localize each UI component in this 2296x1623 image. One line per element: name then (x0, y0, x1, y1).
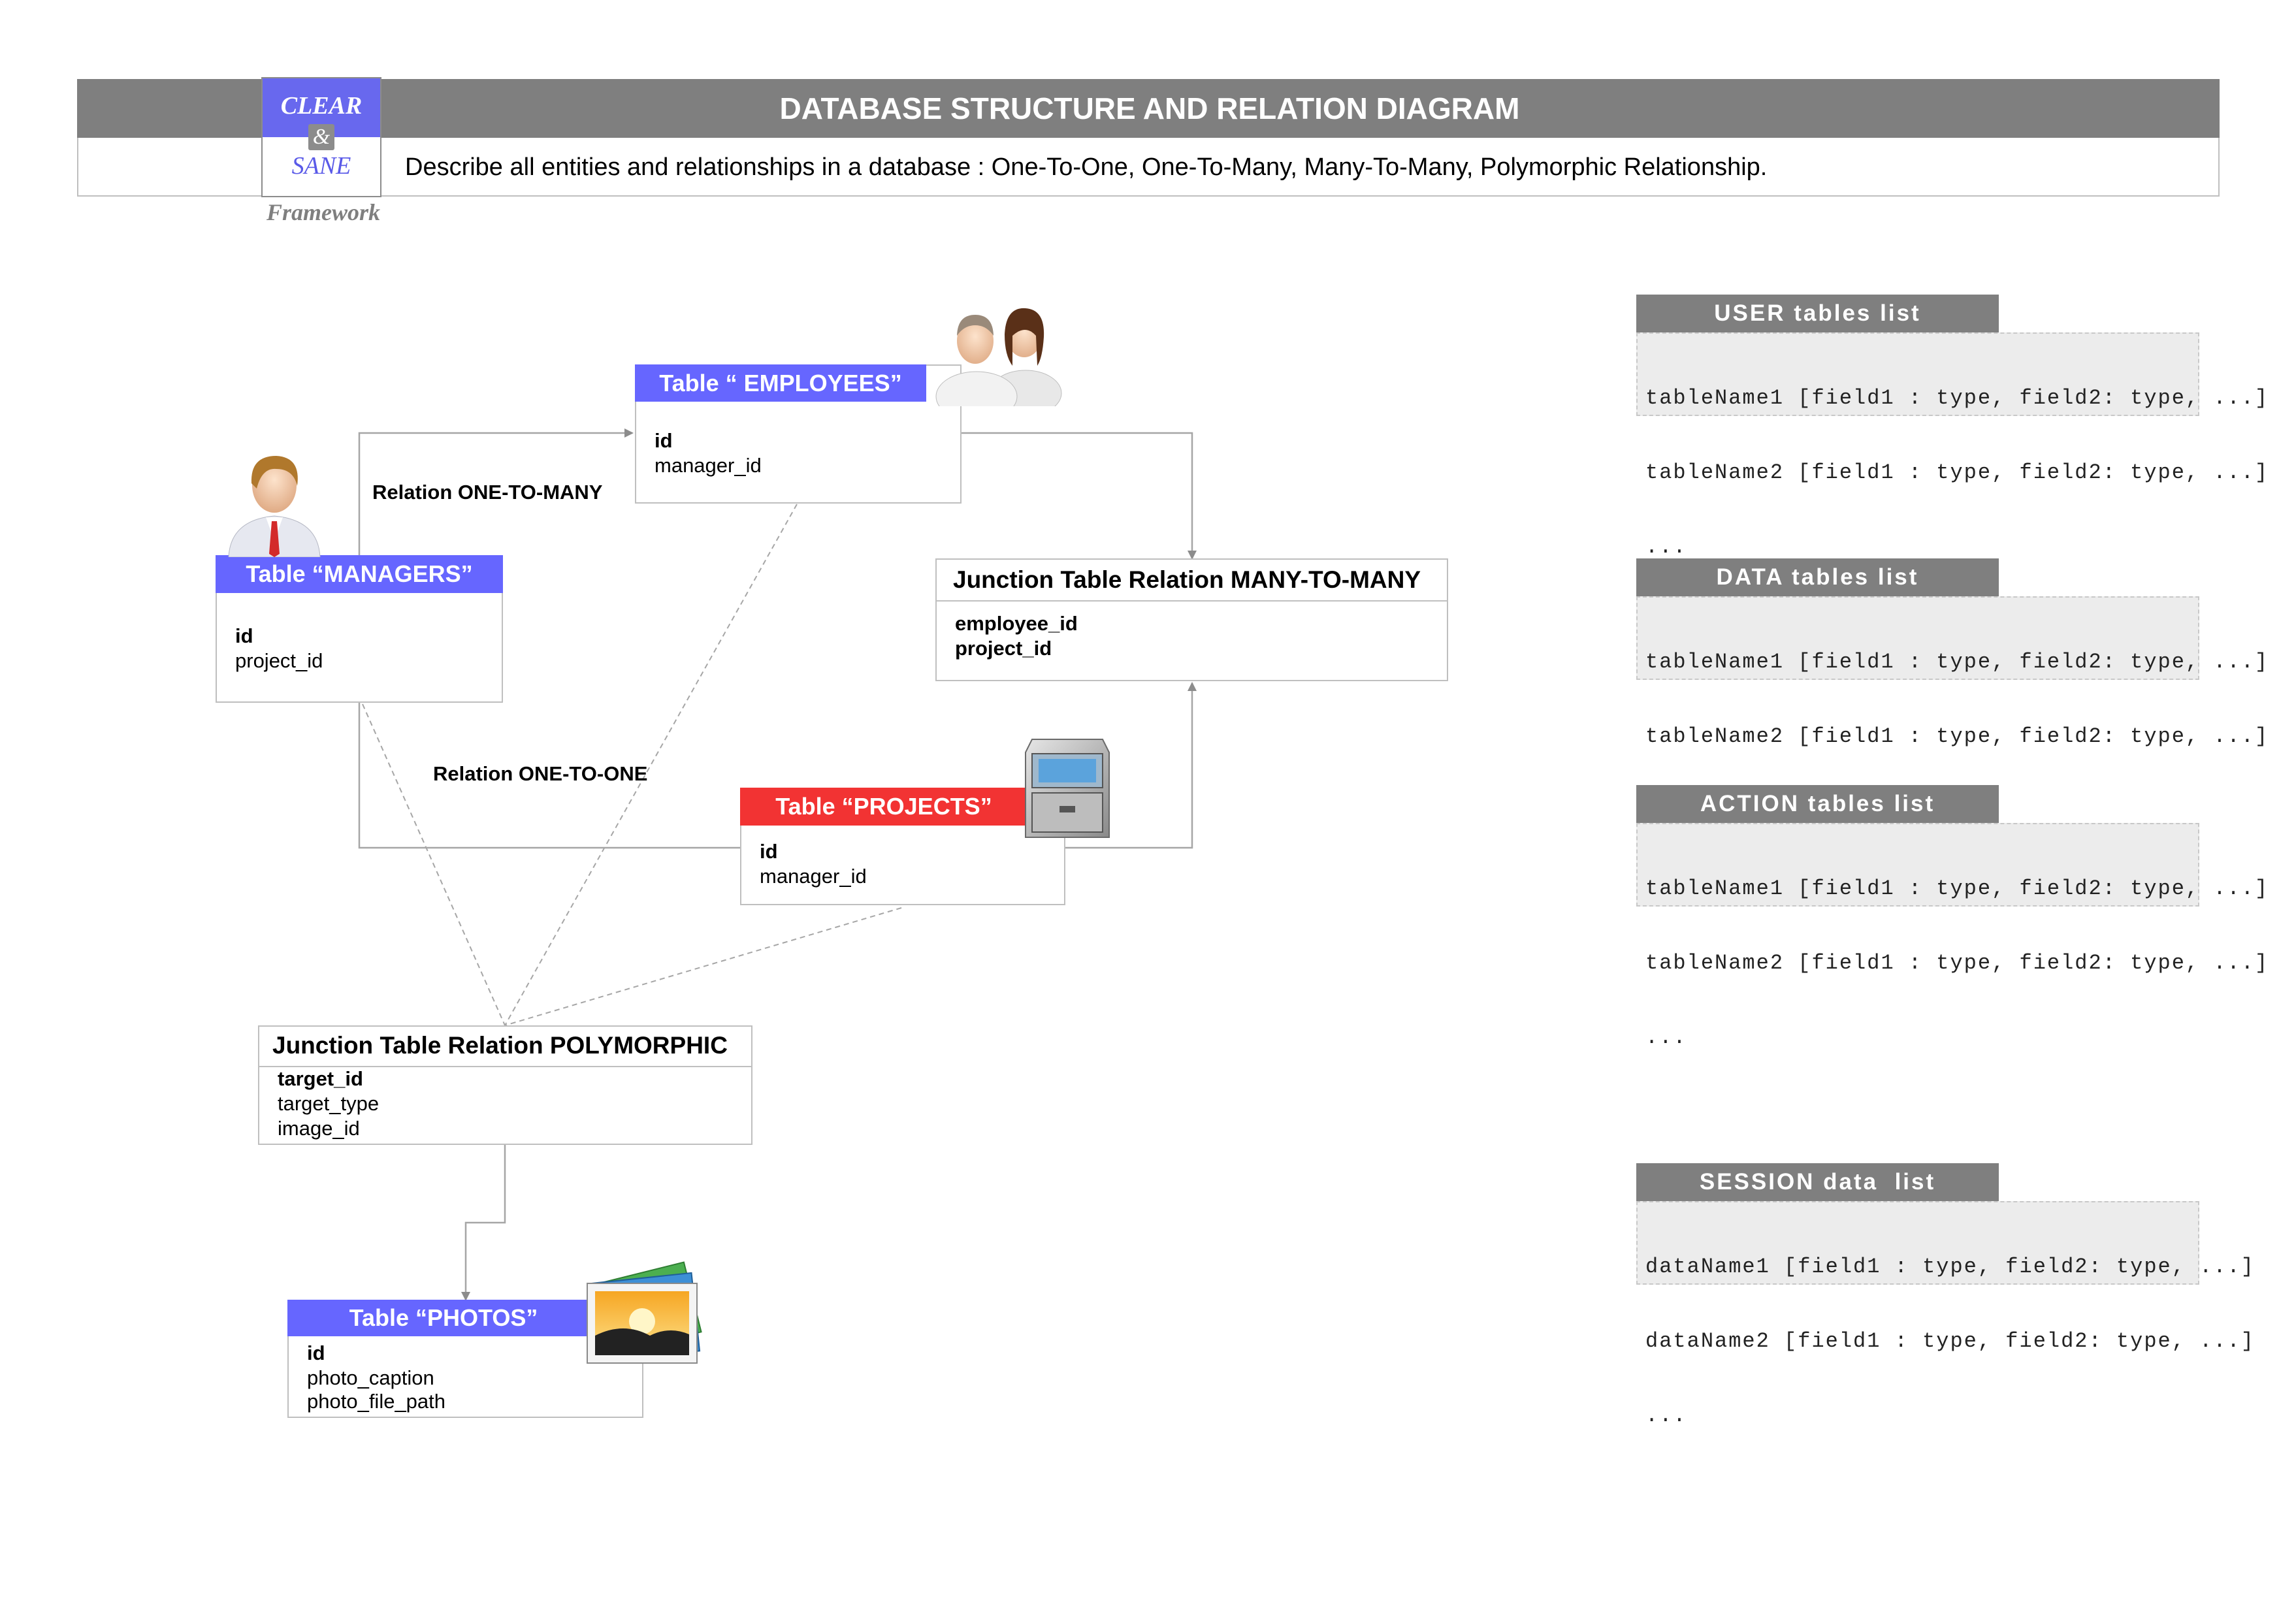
side-list-line: tableName1 [field1 : type, field2: type,… (1645, 876, 2269, 901)
table-junction-many-to-many-field: employee_id (955, 612, 1078, 635)
table-employees-field: manager_id (655, 454, 762, 477)
table-employees[interactable]: Table “ EMPLOYEES” id manager_id (635, 364, 962, 504)
table-photos-field: photo_caption (307, 1366, 434, 1389)
table-photos-field: photo_file_path (307, 1390, 446, 1413)
side-list-body: tableName1 [field1 : type, field2: type,… (1636, 596, 2269, 823)
side-list-body: tableName1 [field1 : type, field2: type,… (1636, 332, 2269, 559)
photo-icon (587, 1261, 702, 1364)
table-photos[interactable]: Table “PHOTOS” id photo_caption photo_fi… (287, 1300, 643, 1418)
table-projects-title: Table “PROJECTS” (775, 793, 992, 820)
table-photos-title: Table “PHOTOS” (349, 1304, 538, 1331)
table-junction-polymorphic-field: target_id (278, 1067, 363, 1090)
table-junction-polymorphic[interactable]: Junction Table Relation POLYMORPHIC targ… (258, 1025, 752, 1145)
side-list-line: tableName1 [field1 : type, field2: type,… (1645, 650, 2269, 674)
side-list-line: tableName1 [field1 : type, field2: type,… (1645, 386, 2269, 410)
polymorphic-to-photos-line (461, 1144, 506, 1301)
table-managers[interactable]: Table “MANAGERS” id project_id (216, 555, 503, 703)
relation-one-to-many-label: Relation ONE-TO-MANY (372, 481, 603, 504)
divider (259, 1066, 751, 1067)
table-projects-header: Table “PROJECTS” (740, 788, 1027, 826)
logo-caption: Framework (266, 199, 381, 225)
side-list-line: tableName2 [field1 : type, field2: type,… (1645, 951, 2269, 975)
table-photos-header: Table “PHOTOS” (287, 1300, 600, 1336)
table-projects-field: id (760, 840, 778, 863)
table-managers-field: project_id (235, 649, 323, 672)
one-to-many-line (358, 428, 634, 555)
table-employees-header: Table “ EMPLOYEES” (635, 364, 926, 402)
one-to-one-line (358, 702, 741, 849)
table-managers-title: Table “MANAGERS” (246, 560, 473, 587)
polymorphic-dashed-managers (362, 703, 506, 1026)
side-list-line: dataName2 [field1 : type, field2: type, … (1645, 1329, 2255, 1353)
table-junction-many-to-many-title: Junction Table Relation MANY-TO-MANY (953, 566, 1421, 593)
table-photos-field: id (307, 1342, 325, 1364)
projects-to-junction-line (1065, 682, 1197, 849)
table-managers-field: id (235, 624, 253, 647)
side-list-line: ... (1645, 1025, 1687, 1050)
page-title: DATABASE STRUCTURE AND RELATION DIAGRAM (779, 91, 1520, 125)
page-description: Describe all entities and relationships … (405, 153, 1768, 181)
side-list-line: dataName1 [field1 : type, field2: type, … (1645, 1255, 2255, 1279)
table-junction-many-to-many-field: project_id (955, 637, 1052, 660)
logo-clear-text: CLEAR (280, 92, 363, 120)
logo-ampersand: & (308, 124, 334, 150)
header-description-box (77, 138, 2220, 197)
clear-and-sane-logo: CLEAR & SANE (261, 77, 381, 197)
file-cabinet-icon (1025, 739, 1110, 838)
side-list-title: SESSION data list (1636, 1163, 1999, 1201)
side-list-line: ... (1645, 1404, 1687, 1428)
relation-one-to-one-label: Relation ONE-TO-ONE (433, 762, 648, 785)
table-junction-polymorphic-field: image_id (278, 1117, 360, 1140)
divider (937, 600, 1447, 602)
table-projects[interactable]: Table “PROJECTS” id manager_id (740, 788, 1065, 905)
manager-icon (228, 456, 321, 557)
side-list-body: tableName1 [field1 : type, field2: type,… (1636, 823, 2269, 1050)
side-list-title: ACTION tables list (1636, 785, 1999, 823)
side-list-title: DATA tables list (1636, 558, 1999, 596)
table-projects-field: manager_id (760, 865, 867, 888)
users-icon (935, 308, 1062, 406)
header-bar (77, 79, 2220, 138)
table-junction-polymorphic-field: target_type (278, 1092, 380, 1115)
table-junction-many-to-many[interactable]: Junction Table Relation MANY-TO-MANY emp… (935, 558, 1448, 681)
table-employees-field: id (655, 429, 673, 452)
employees-to-junction-line (960, 432, 1197, 560)
side-list-line: tableName2 [field1 : type, field2: type,… (1645, 460, 2269, 485)
logo-sane-text: SANE (291, 152, 351, 180)
side-list-line: ... (1645, 535, 1687, 559)
polymorphic-dashed-employees (504, 504, 798, 1026)
side-list-body: dataName1 [field1 : type, field2: type, … (1636, 1201, 2255, 1428)
side-list-line: tableName2 [field1 : type, field2: type,… (1645, 724, 2269, 748)
table-employees-title: Table “ EMPLOYEES” (659, 370, 902, 396)
table-junction-polymorphic-title: Junction Table Relation POLYMORPHIC (272, 1032, 728, 1059)
side-list-title: USER tables list (1636, 295, 1999, 332)
table-managers-header: Table “MANAGERS” (216, 555, 503, 593)
polymorphic-dashed-projects (504, 907, 902, 1026)
